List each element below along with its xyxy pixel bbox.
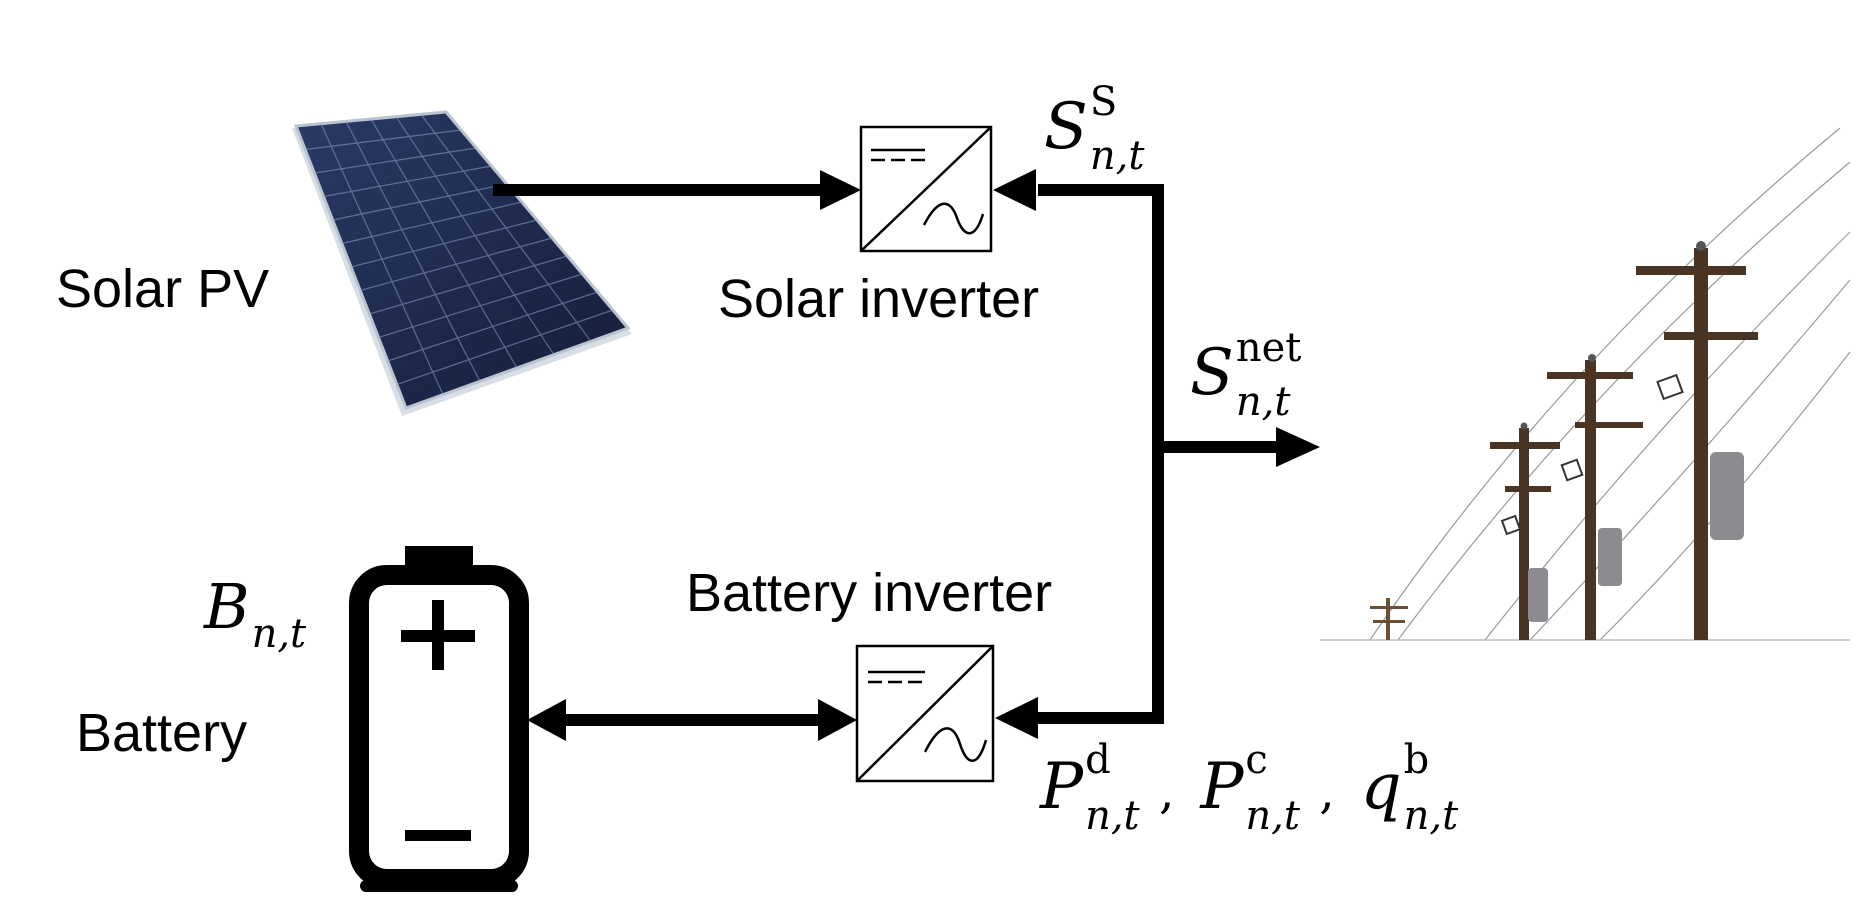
discharge-power-subscript: n,t	[1085, 793, 1140, 839]
solar-panel-icon	[292, 110, 632, 416]
battery-inverter-box	[855, 644, 995, 783]
charge-power-superscript: c	[1245, 737, 1268, 783]
utility-poles-icon	[1320, 127, 1851, 641]
battery-power-symbols: P d n,t , P c n,t , q b n,t	[1040, 737, 1478, 839]
solar-inverter-label: Solar inverter	[718, 269, 1040, 329]
discharge-power-superscript: d	[1085, 737, 1111, 783]
separator-2: ,	[1319, 764, 1335, 820]
net-power-subscript: n,t	[1235, 379, 1291, 425]
net-power-symbol: S net n,t	[1190, 325, 1314, 425]
battery-state-base: B	[204, 570, 250, 643]
net-power-superscript: net	[1235, 325, 1302, 371]
charge-power-subscript: n,t	[1245, 793, 1300, 839]
battery-reactive-superscript: b	[1403, 737, 1430, 783]
battery-icon	[349, 546, 529, 892]
separator-1: ,	[1159, 764, 1175, 820]
battery-state-symbol: B n,t	[204, 570, 330, 657]
solar-power-symbol: S S n,t	[1044, 79, 1160, 179]
solar-power-subscript: n,t	[1089, 133, 1145, 179]
charge-power-base: P	[1200, 750, 1244, 824]
solar-pv-label: Solar PV	[56, 259, 270, 319]
battery-reactive-base: q	[1360, 750, 1402, 824]
solar-power-superscript: S	[1089, 79, 1118, 125]
flow-lines	[493, 169, 1320, 741]
battery-reactive-subscript: n,t	[1403, 793, 1459, 839]
battery-label: Battery	[76, 703, 248, 763]
discharge-power-base: P	[1040, 750, 1084, 824]
battery-state-subscript: n,t	[251, 611, 307, 657]
battery-inverter-label: Battery inverter	[686, 563, 1053, 623]
solar-inverter-box	[859, 125, 993, 253]
solar-power-base: S	[1044, 90, 1088, 164]
net-power-base: S	[1190, 336, 1234, 410]
